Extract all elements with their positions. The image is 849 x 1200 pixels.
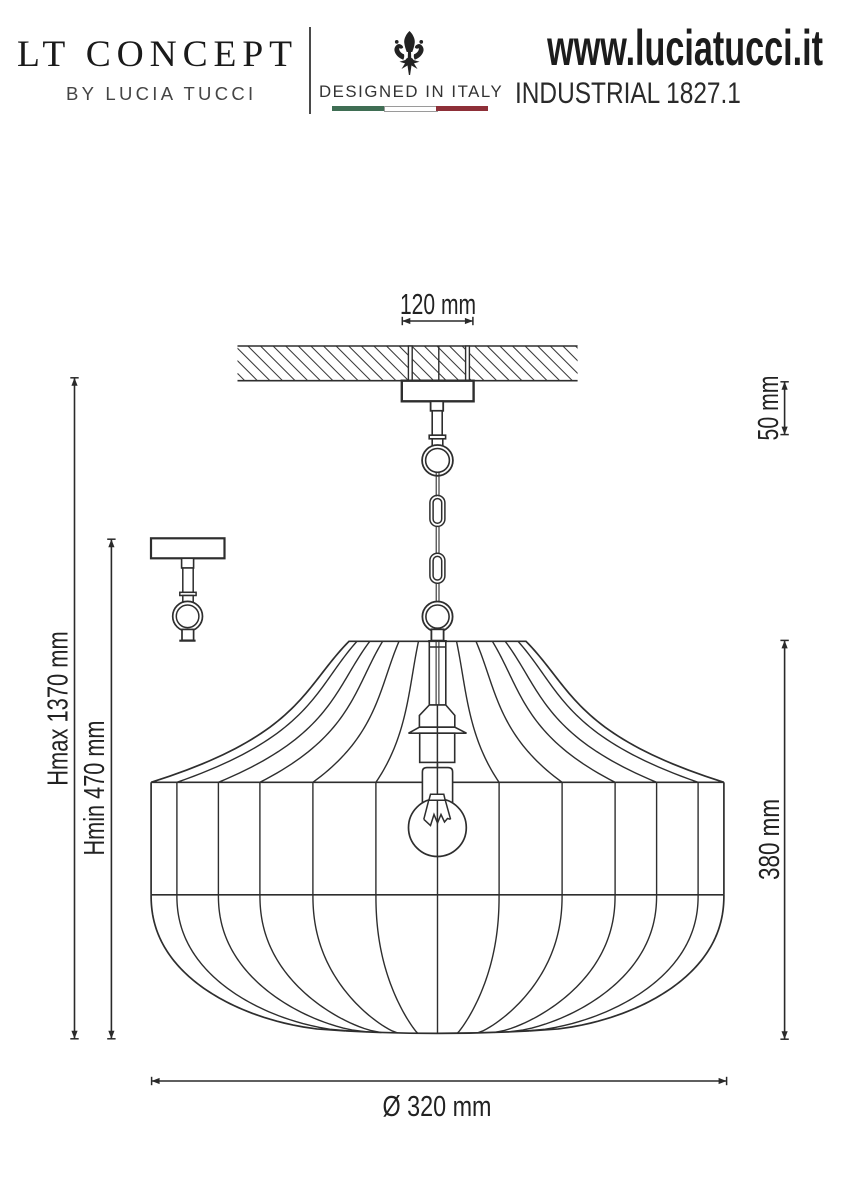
svg-text:Hmax 1370 mm: Hmax 1370 mm xyxy=(43,631,74,786)
svg-text:Hmin 470 mm: Hmin 470 mm xyxy=(79,720,110,855)
svg-text:Ø 320 mm: Ø 320 mm xyxy=(383,1092,492,1123)
svg-text:380 mm: 380 mm xyxy=(755,799,786,880)
svg-text:120 mm: 120 mm xyxy=(400,289,476,321)
svg-text:50 mm: 50 mm xyxy=(753,376,785,441)
